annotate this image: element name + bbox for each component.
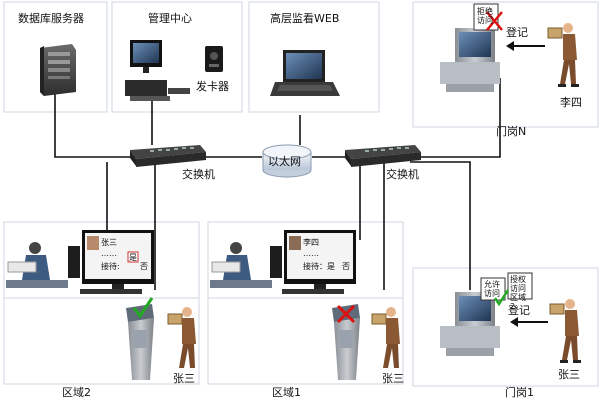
authorized-zone-label: 授权访问区域2 <box>510 275 526 311</box>
deny-note-box <box>473 3 499 31</box>
cross-icon <box>486 11 503 31</box>
card-reader-icon <box>205 46 223 72</box>
desktop-computer-icon <box>270 230 356 294</box>
gate-n-terminal <box>440 28 500 92</box>
person-zhangsan-z2-label: 张三 <box>173 372 195 385</box>
receptionist-icon <box>6 242 68 288</box>
person-zhangsan-z1-label: 张三 <box>382 372 404 385</box>
receptionist-icon <box>210 242 272 288</box>
server-icon <box>40 44 76 96</box>
register-bottom-label: 登记 <box>508 304 530 317</box>
top-monitor-web-label: 高层监看WEB <box>270 12 340 25</box>
network-switch-icon <box>130 145 206 167</box>
gate-n-label: 门岗N <box>496 125 527 138</box>
allow-note-box <box>480 277 506 301</box>
z2-screen-dots: …… <box>101 249 117 258</box>
z1-screen-dots: …… <box>303 249 319 258</box>
network-switch-icon <box>345 145 421 167</box>
arrow-left-icon <box>510 317 548 327</box>
z2-screen-name: 张三 <box>101 238 117 247</box>
person-zhangsan-gate-label: 张三 <box>558 368 580 381</box>
delivery-person-icon <box>167 307 196 368</box>
network-cables <box>54 78 501 290</box>
ethernet-label: 以太网 <box>268 155 301 168</box>
deny-visit-label: 拒绝访问 <box>477 7 493 25</box>
z1-screen-name: 李四 <box>303 238 319 247</box>
database-server-label: 数据库服务器 <box>18 12 84 25</box>
delivery-person-icon <box>547 23 579 87</box>
z2-yes-box <box>127 251 139 263</box>
check-icon <box>493 289 510 307</box>
register-top-label: 登记 <box>506 26 528 39</box>
z1-screen-no: 否 <box>342 262 350 271</box>
delivery-person-icon <box>371 307 400 368</box>
gate-1-label: 门岗1 <box>505 386 534 399</box>
ethernet-hub-icon <box>262 144 312 178</box>
desktop-computer-icon <box>68 230 154 294</box>
arrow-left-icon <box>506 41 545 51</box>
z1-screen-reception: 接待：是 <box>303 262 335 271</box>
gate-1-terminal <box>440 292 500 356</box>
management-center-label: 管理中心 <box>148 12 192 25</box>
switch-left-label: 交换机 <box>182 168 215 181</box>
laptop-icon <box>270 50 340 96</box>
z2-screen-no: 否 <box>140 262 148 271</box>
allow-visit-label: 允许访问 <box>484 280 500 298</box>
card-issuer-label: 发卡器 <box>196 80 229 93</box>
check-icon <box>132 297 154 319</box>
switch-right-label: 交换机 <box>386 168 419 181</box>
zone1-label: 区域1 <box>272 386 301 399</box>
z2-screen-reception: 接待: <box>101 262 120 271</box>
zone2-label: 区域2 <box>62 386 91 399</box>
visitor-kiosk-icon <box>126 304 154 380</box>
authorized-note-box <box>507 272 533 300</box>
z2-screen-yes: 是 <box>129 253 137 262</box>
cross-icon <box>336 304 356 324</box>
person-lisi-gate-label: 李四 <box>560 96 582 109</box>
delivery-person-icon <box>549 299 581 363</box>
desktop-computer-icon <box>125 40 190 101</box>
